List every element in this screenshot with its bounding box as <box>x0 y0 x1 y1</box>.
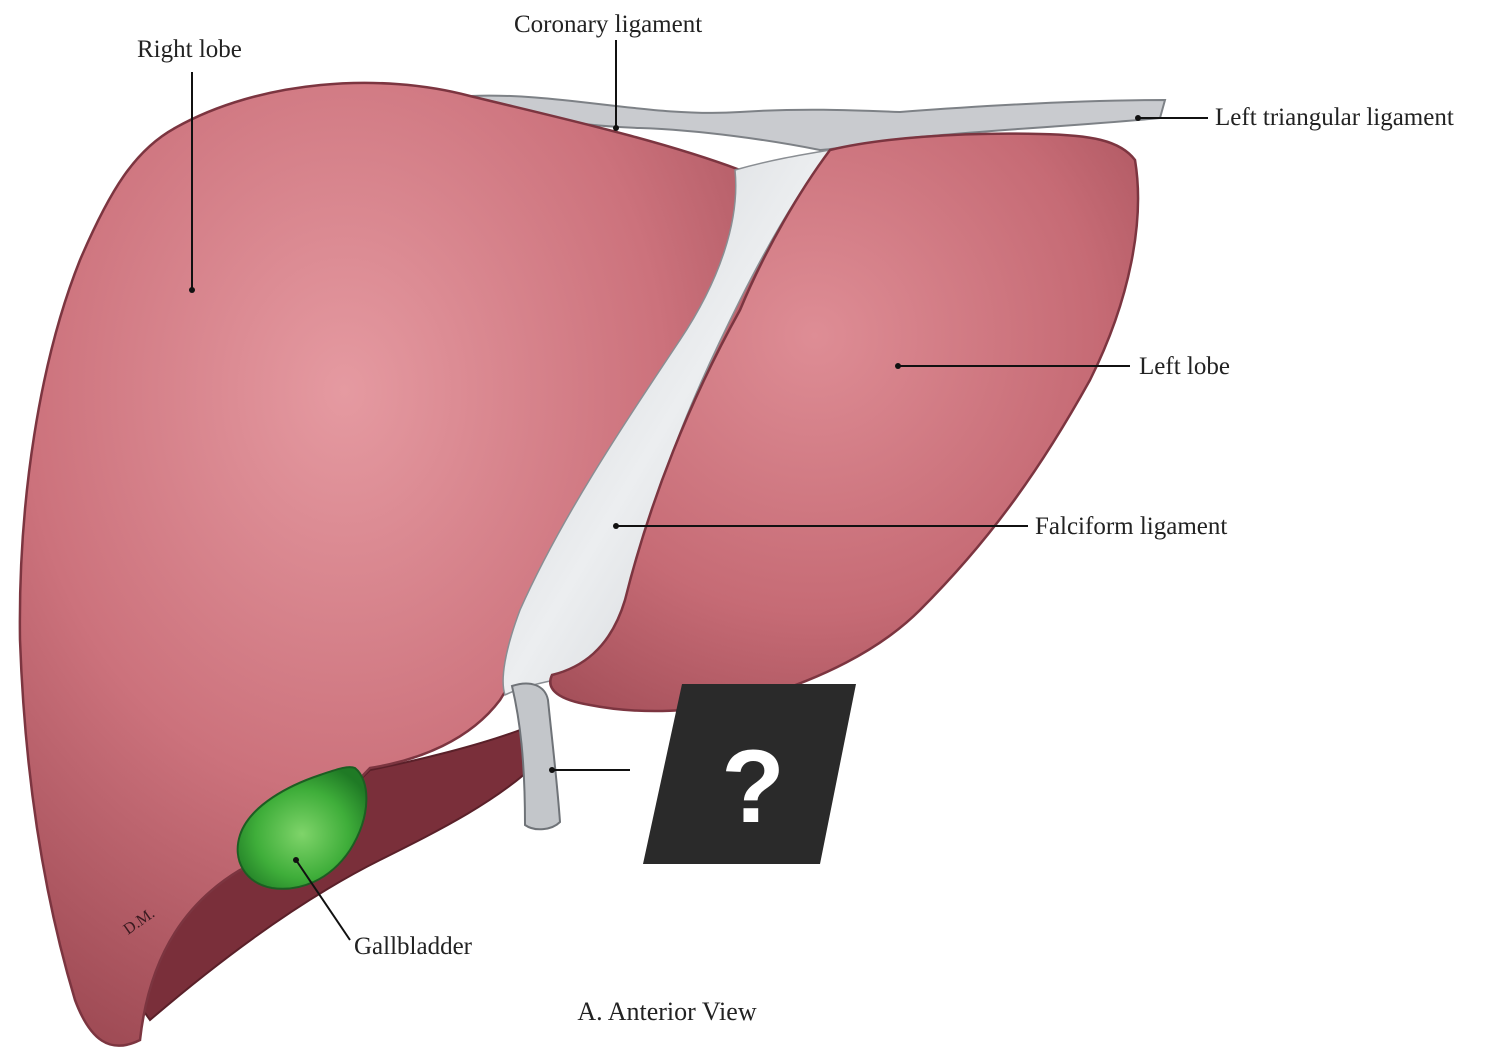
coronary-ligament-band <box>469 94 1167 152</box>
label-right-lobe: Right lobe <box>137 36 242 63</box>
hidden-label-question-mark: ? <box>721 729 785 845</box>
pointer-falciform-ligament <box>613 523 619 529</box>
label-gallbladder: Gallbladder <box>354 933 473 960</box>
label-coronary-ligament: Coronary ligament <box>514 11 702 38</box>
label-left-triangular-ligament: Left triangular ligament <box>1215 104 1454 131</box>
hidden-label-mask <box>643 684 856 864</box>
leader-gallbladder <box>295 859 351 941</box>
label-left-lobe: Left lobe <box>1139 353 1230 380</box>
pointer-left-lobe <box>895 363 901 369</box>
round-ligament <box>510 682 562 831</box>
pointer-left-triangular-ligament <box>1135 115 1141 121</box>
figure-caption: A. Anterior View <box>577 997 756 1026</box>
pointer-right-lobe <box>189 287 195 293</box>
pointer-gallbladder <box>293 857 299 863</box>
right-lobe-shape <box>18 81 794 1047</box>
label-falciform-ligament: Falciform ligament <box>1035 513 1227 540</box>
pointer-hidden-structure <box>549 767 555 773</box>
pointer-coronary-ligament <box>613 125 619 131</box>
gallbladder-shape <box>236 766 368 890</box>
